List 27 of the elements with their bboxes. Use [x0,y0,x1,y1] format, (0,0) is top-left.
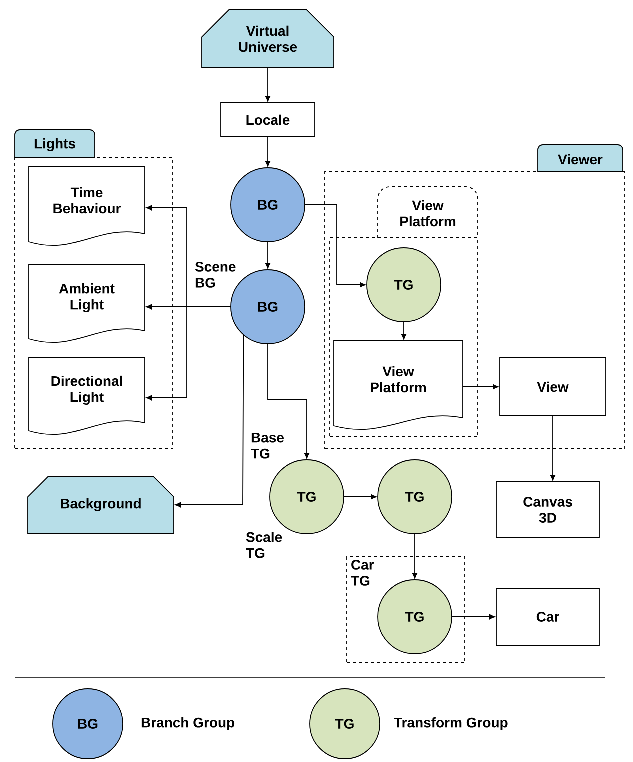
group-tab: Viewer [538,144,624,172]
node-caption: Base TG [251,433,284,459]
arrow [452,614,496,620]
process-box: Canvas 3D [496,482,600,538]
chamfered-box: Virtual Universe [202,10,334,68]
arrow [265,242,271,269]
group-tab: View Platform [378,186,478,238]
arrow [462,384,499,390]
process-box: Car [496,588,600,646]
arrow [265,68,271,102]
legend-label: Branch Group [142,717,235,731]
arrow [146,306,232,401]
arrow [265,136,271,167]
arrow [304,204,366,288]
process-box: Locale [220,102,316,138]
arrow [401,322,407,340]
arrow [268,344,310,459]
arrow [412,534,418,579]
arrow [344,494,377,500]
arrow [175,334,244,508]
process-box: View [500,358,606,416]
group-label: Car TG [351,560,374,586]
group-tab: Lights [14,130,96,158]
legend-label: Transform Group [394,717,508,731]
node-caption: Scale TG [246,532,282,558]
chamfered-box: Background [28,476,174,534]
arrow [550,416,556,481]
